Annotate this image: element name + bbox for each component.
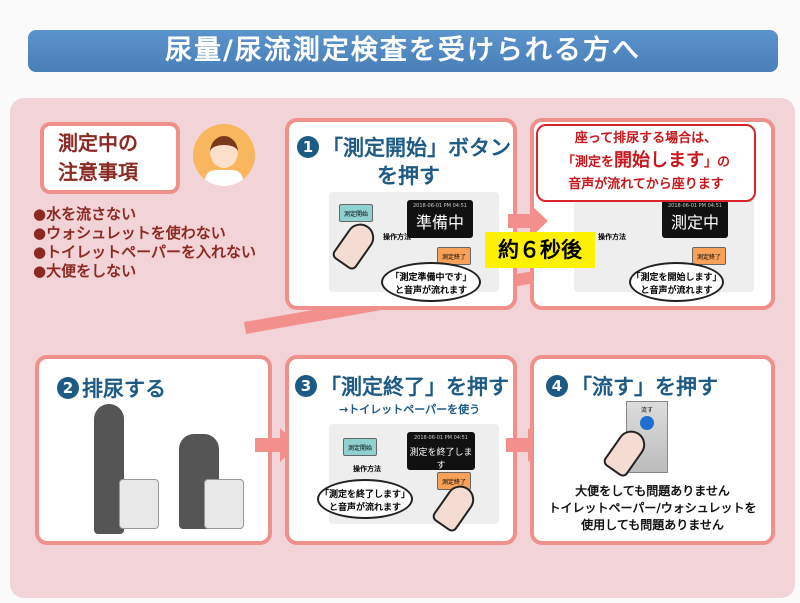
page-title: 尿量/尿流測定検査を受けられる方へ — [28, 30, 778, 72]
notice-text: トイレットペーパーを入れない — [46, 243, 256, 261]
wait-label: 約６秒後 — [485, 232, 595, 268]
callout-line: 音声が流れてから座ります — [568, 177, 724, 192]
notice-heading: 測定中の 注意事項 — [40, 122, 180, 194]
step-number-badge: 2 — [57, 377, 79, 399]
callout-emphasis: 開始します — [614, 150, 704, 171]
callout-text: 「測定を — [561, 155, 614, 170]
bubble-line: 「測定を開始します」 — [631, 273, 722, 283]
bullet-icon: ● — [33, 243, 47, 261]
nurse-avatar — [193, 124, 255, 186]
note-line: トイレットペーパー/ウォシュレットを — [548, 501, 757, 515]
step1-title-line2: を押す — [377, 164, 440, 188]
step4-title: 4「流す」を押す — [546, 371, 718, 401]
operation-label: 操作方法 — [598, 233, 626, 241]
step3-title: 3「測定終了」を押す — [295, 371, 509, 401]
notice-item: ●大便をしない — [33, 262, 256, 281]
step1-title: 1「測定開始」ボタン — [297, 132, 511, 162]
voice-bubble: 「測定を開始します」と音声が流れます — [629, 262, 724, 302]
bubble-line: と音声が流れます — [394, 286, 467, 296]
title-text: 「流す」を押す — [571, 375, 718, 399]
callout-line: 「測定を開始します」の — [538, 150, 754, 174]
voice-bubble: 「測定準備中です」と音声が流れます — [381, 262, 481, 302]
step3-card: 3「測定終了」を押す →トイレットペーパーを使う 測定開始 操作方法 2018-… — [285, 355, 517, 545]
notice-item: ●ウォシュレットを使わない — [33, 224, 256, 243]
callout-text: 」の — [704, 155, 731, 170]
arrow-right-icon — [508, 204, 548, 238]
bullet-icon: ● — [33, 205, 47, 223]
notice-text: 大便をしない — [46, 262, 137, 280]
bubble-line: と音声が流れます — [328, 503, 401, 513]
step3-subtitle: →トイレットペーパーを使う — [339, 403, 481, 416]
operation-label: 操作方法 — [383, 233, 411, 241]
screen-text: 準備中 — [415, 213, 464, 232]
seated-callout: 座って排尿する場合は、 「測定を開始します」の 音声が流れてから座ります — [536, 124, 756, 202]
step1-card: 1「測定開始」ボタン を押す 測定開始 操作方法 2018-06-01 PM 0… — [285, 118, 517, 310]
toilet-icon — [119, 479, 159, 529]
notice-text: 水を流さない — [46, 205, 137, 223]
flush-label: 流す — [640, 407, 653, 414]
flush-button[interactable] — [640, 416, 654, 430]
title-text: 「測定開始」ボタン — [322, 136, 511, 160]
bubble-line: と音声が流れます — [640, 286, 713, 296]
note-line: 大便をしても問題ありません — [575, 484, 730, 498]
hand-pointer-icon — [330, 218, 380, 272]
bubble-line: 「測定を終了します」 — [319, 490, 410, 500]
screen-text: 測定中 — [670, 213, 719, 232]
start-button[interactable]: 測定開始 — [339, 204, 373, 222]
start-button[interactable]: 測定開始 — [343, 438, 377, 456]
operation-label: 操作方法 — [353, 465, 381, 473]
note-line: 使用しても問題ありません — [581, 518, 724, 532]
notice-item: ●トイレットペーパーを入れない — [33, 243, 256, 262]
notice-text: ウォシュレットを使わない — [46, 224, 226, 242]
step-number-badge: 3 — [295, 375, 317, 397]
end-button[interactable]: 測定終了 — [437, 247, 471, 265]
voice-bubble: 「測定を終了します」と音声が流れます — [317, 479, 413, 519]
callout-line: 座って排尿する場合は、 — [574, 131, 718, 146]
bullet-icon: ● — [33, 262, 47, 280]
arrow-right-icon — [255, 428, 298, 462]
arrow-right-icon — [506, 428, 546, 462]
title-text: 排尿する — [82, 377, 166, 401]
end-button[interactable]: 測定終了 — [692, 247, 726, 265]
screen-text: 測定を終了します — [409, 448, 473, 471]
toilet-icon — [204, 479, 244, 529]
notice-item: ●水を流さない — [33, 205, 256, 224]
step-number-badge: 4 — [546, 375, 568, 397]
step4-note: 大便をしても問題ありません トイレットペーパー/ウォシュレットを 使用しても問題… — [534, 483, 771, 534]
step-number-badge: 1 — [297, 136, 319, 158]
bubble-line: 「測定準備中です」 — [390, 273, 472, 283]
title-text: 「測定終了」を押す — [320, 375, 509, 399]
notice-heading-line1: 測定中の — [58, 131, 138, 155]
bullet-icon: ● — [33, 224, 47, 242]
step4-card: 4「流す」を押す 流す 大便をしても問題ありません トイレットペーパー/ウォシュ… — [530, 355, 775, 545]
notice-list: ●水を流さない ●ウォシュレットを使わない ●トイレットペーパーを入れない ●大… — [33, 205, 256, 281]
notice-heading-line2: 注意事項 — [58, 160, 138, 184]
